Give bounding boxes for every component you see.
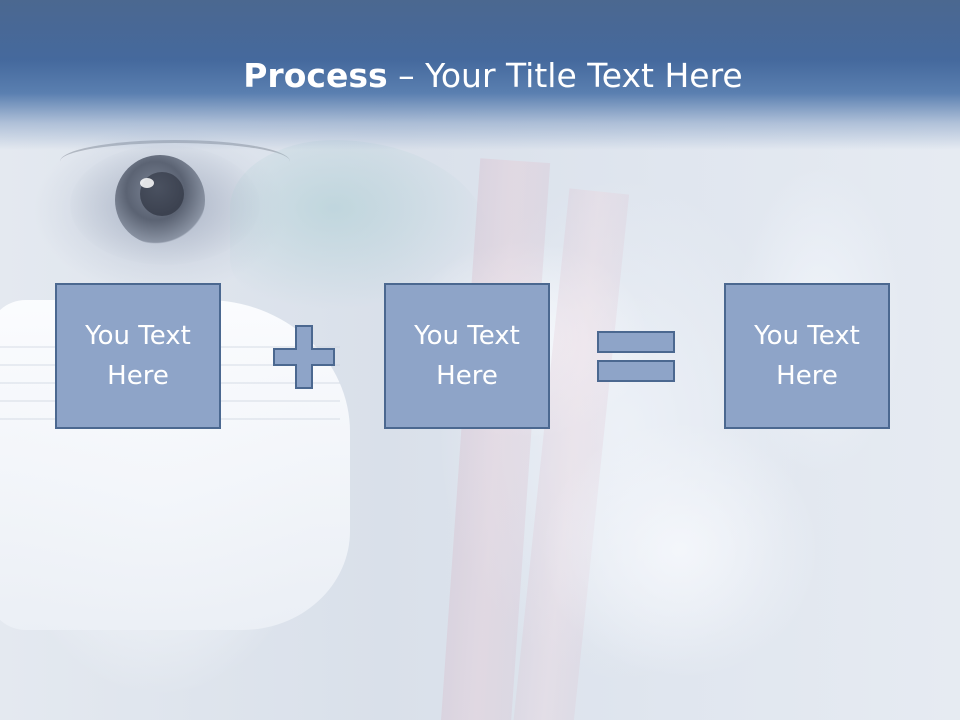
process-box-1-label: You Text Here bbox=[85, 321, 191, 391]
hand-shape bbox=[540, 420, 820, 680]
process-box-3-label: You Text Here bbox=[754, 321, 860, 391]
equals-icon bbox=[597, 331, 675, 382]
title-bold: Process bbox=[243, 56, 388, 95]
eye-glint bbox=[140, 178, 154, 188]
process-box-3[interactable]: You Text Here bbox=[724, 283, 890, 429]
plus-icon bbox=[273, 325, 335, 389]
title-band bbox=[0, 0, 960, 150]
process-box-1[interactable]: You Text Here bbox=[55, 283, 221, 429]
slide-title[interactable]: Process – Your Title Text Here bbox=[0, 54, 960, 98]
process-box-2-label: You Text Here bbox=[414, 321, 520, 391]
title-rest: – Your Title Text Here bbox=[387, 56, 743, 95]
process-box-2[interactable]: You Text Here bbox=[384, 283, 550, 429]
